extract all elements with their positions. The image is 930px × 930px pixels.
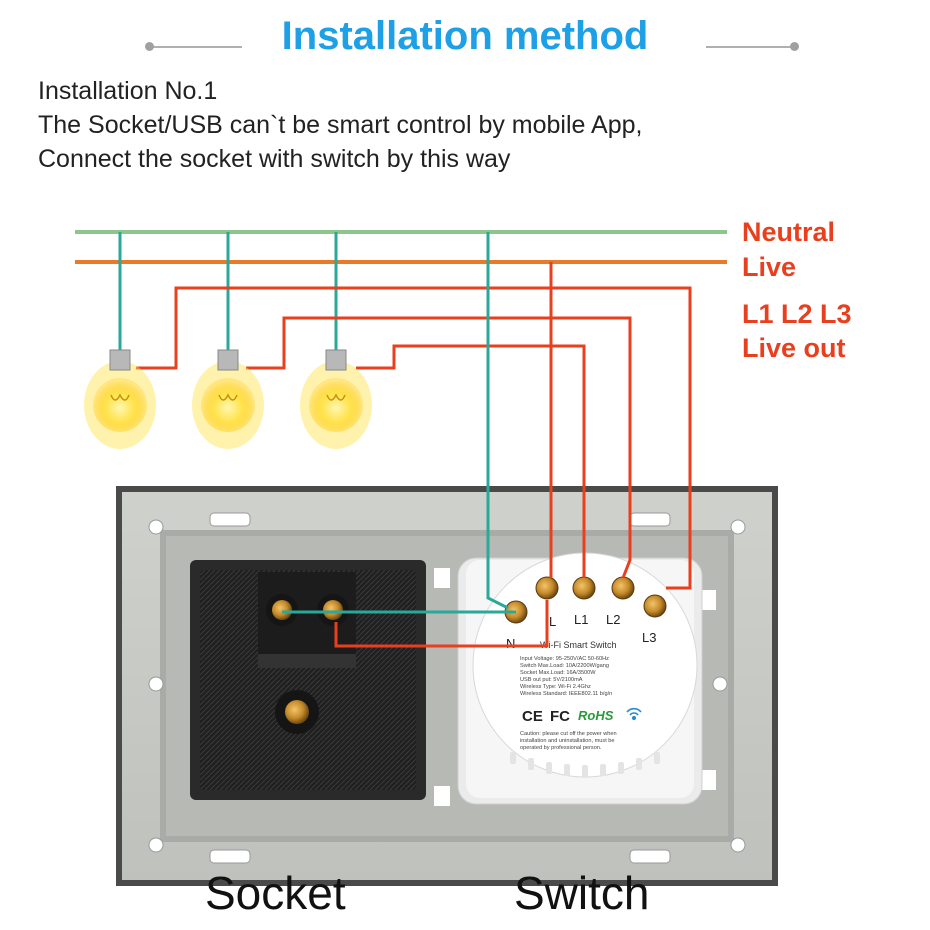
terminal-l-label: L: [549, 614, 556, 629]
terminal-l-icon: [535, 576, 559, 600]
mount-slot-icon: [629, 849, 671, 864]
switch-caption: Switch: [514, 867, 650, 919]
screw-hole-icon: [730, 837, 746, 853]
title-decoration-right-line: [706, 46, 794, 48]
vent-slots: [510, 752, 660, 777]
caution-line: installation and uninstallation, must be: [520, 738, 615, 744]
l2-output-wire: [246, 316, 632, 579]
socket-label-strip: [258, 654, 356, 668]
socket-terminal-icon: [272, 600, 292, 620]
screw-hole-icon: [730, 519, 746, 535]
title-decoration-left-dot: [145, 42, 154, 51]
socket-module: [190, 560, 426, 800]
terminal-l2-icon: [611, 576, 635, 600]
product-name: Wi-Fi Smart Switch: [540, 640, 617, 650]
fc-mark-icon: FC: [550, 708, 570, 725]
spec-line: Wireless Type: Wi-Fi 2.4Ghz: [520, 684, 591, 690]
caution-line: Caution: please cut off the power when: [520, 731, 617, 737]
screw-hole-icon: [148, 676, 164, 692]
spec-line: Switch Max.Load: 10A/2200W/gang: [520, 663, 609, 669]
spec-line: USB out put: 5V/2100mA: [520, 677, 583, 683]
title-decoration-left-line: [150, 46, 242, 48]
latch-icon: [700, 770, 716, 790]
mount-slot-icon: [209, 512, 251, 527]
legend-live: Live: [742, 252, 797, 282]
latch-icon: [434, 786, 450, 806]
spec-list: Input Voltage: 95-250V/AC 50-60Hz Switch…: [520, 656, 612, 697]
neutral-feeds: [282, 232, 516, 614]
wifi-icon: [626, 707, 642, 721]
terminal-l1-icon: [572, 576, 596, 600]
screw-hole-icon: [148, 837, 164, 853]
light-bulb-2-icon: [192, 349, 264, 449]
lamp-neutral-wires: [118, 232, 338, 350]
title-decoration-right-dot: [790, 42, 799, 51]
latch-icon: [434, 568, 450, 588]
description-line-2: The Socket/USB can`t be smart control by…: [38, 111, 643, 139]
socket-earth-terminal-icon: [285, 700, 309, 724]
mount-slot-icon: [629, 512, 671, 527]
socket-caption: Socket: [205, 867, 346, 919]
socket-face: [200, 570, 416, 790]
legend-neutral: Neutral: [742, 217, 836, 247]
terminal-l3-label: L3: [642, 630, 656, 645]
caution-line: operated by professional person.: [520, 745, 602, 751]
legend-lout-line2: Live out: [742, 333, 846, 363]
terminal-n-label: N: [506, 636, 515, 651]
socket-terminal-icon: [323, 600, 343, 620]
switch-module: N L L1 L2 L3 Wi-Fi Smart Switch Input Vo…: [457, 552, 703, 805]
terminal-l2-label: L2: [606, 612, 620, 627]
live-to-socket-wire: [334, 600, 549, 648]
spec-line: Socket Max.Load: 16A/3500W: [520, 670, 596, 676]
description-line-1: Installation No.1: [38, 77, 218, 105]
description-line-3: Connect the socket with switch by this w…: [38, 145, 511, 173]
page-title: Installation method: [281, 14, 649, 58]
load-wires: [136, 262, 692, 648]
l3-output-wire: [356, 344, 586, 578]
l1-output-wire: [136, 286, 692, 590]
screw-hole-icon: [712, 676, 728, 692]
neutral-to-switch-wire: [486, 232, 509, 610]
description: Installation No.1 The Socket/USB can`t b…: [38, 74, 642, 176]
mount-slot-icon: [209, 849, 251, 864]
ce-mark-icon: CE: [522, 708, 543, 725]
light-bulb-1-icon: [84, 349, 156, 449]
legend-lout-line1: L1 L2 L3: [742, 299, 852, 329]
light-bulb-3-icon: [300, 349, 372, 449]
terminal-l3-icon: [643, 594, 667, 618]
terminal-l1-label: L1: [574, 612, 588, 627]
spec-line: Wireless Standard: IEEE802.11 b/g/n: [520, 691, 612, 697]
screw-hole-icon: [148, 519, 164, 535]
latch-icon: [700, 590, 716, 610]
rohs-mark-icon: RoHS: [578, 708, 614, 723]
spec-line: Input Voltage: 95-250V/AC 50-60Hz: [520, 656, 609, 662]
caution-text: Caution: please cut off the power when i…: [520, 731, 617, 751]
